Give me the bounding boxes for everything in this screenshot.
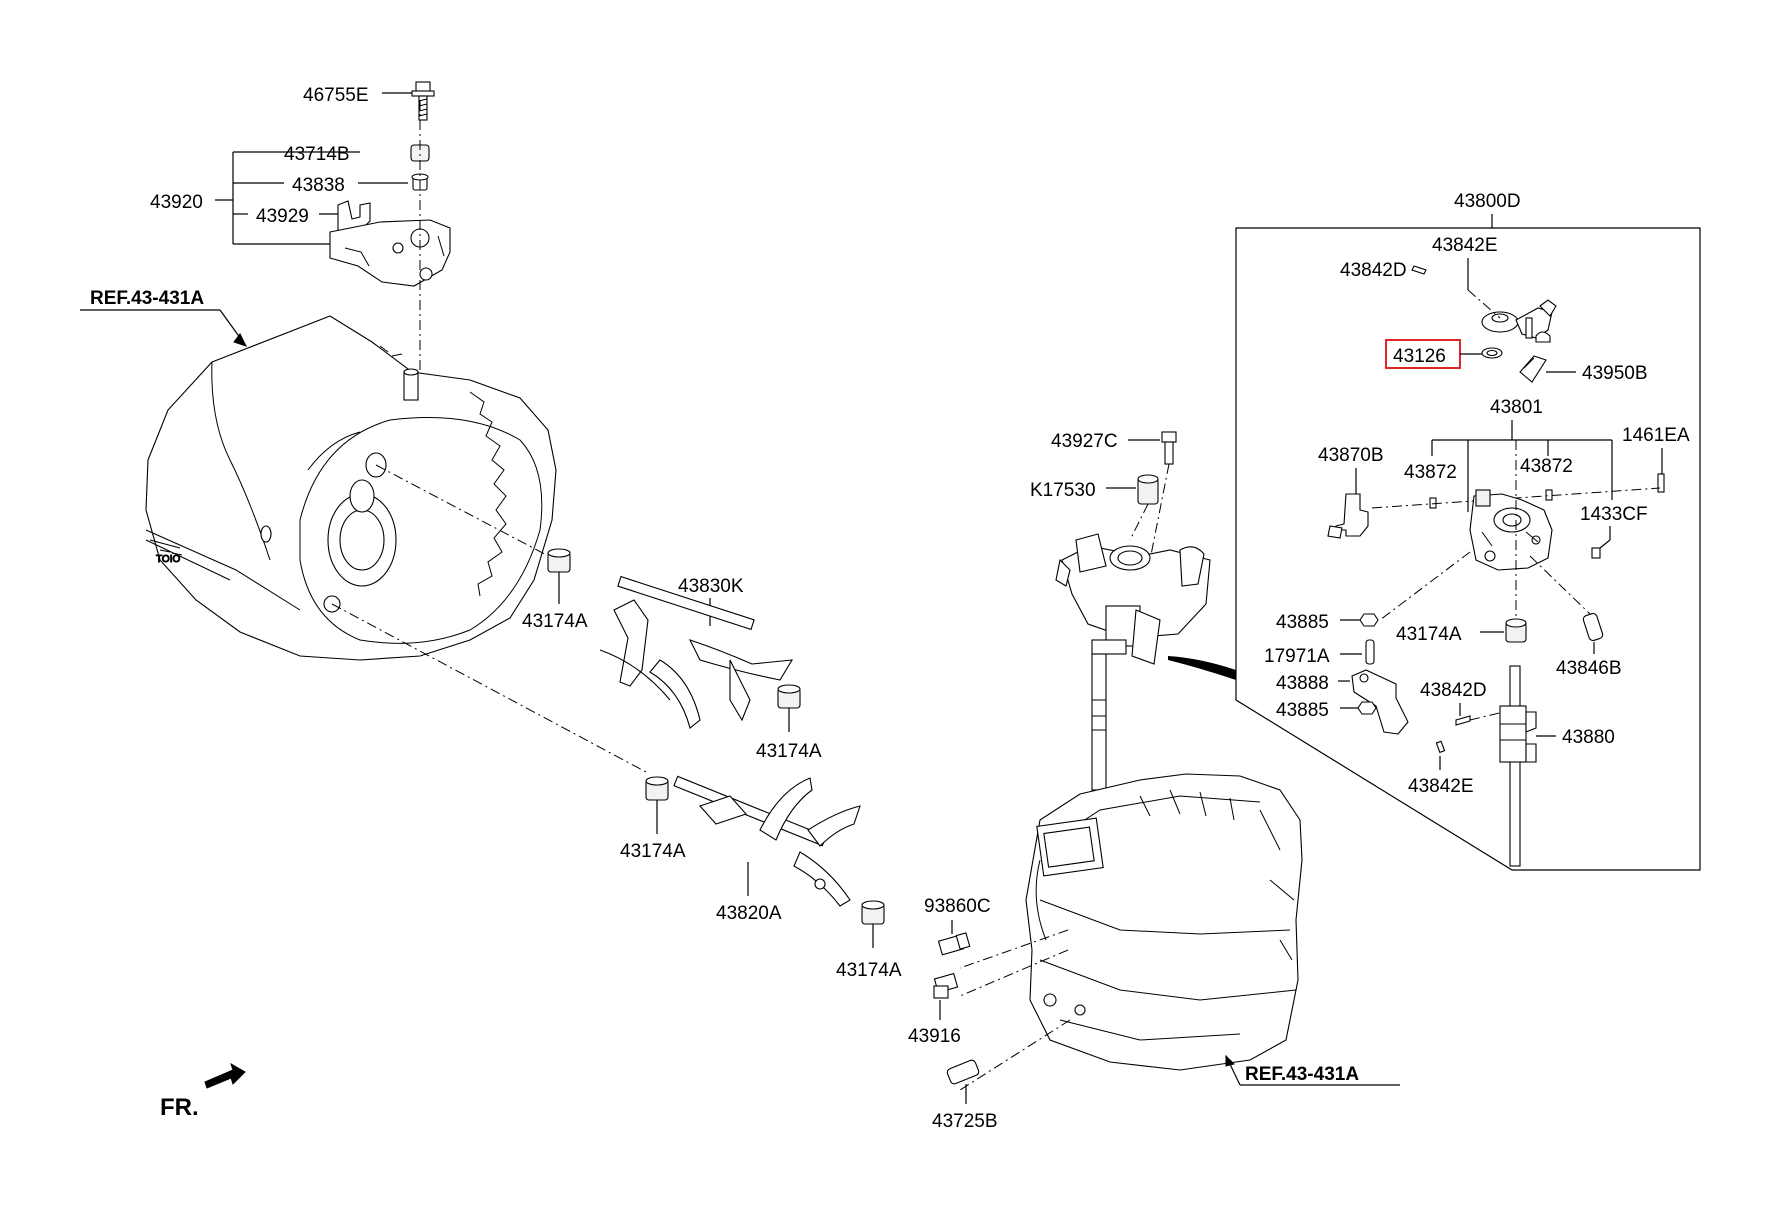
label-43880[interactable]: 43880	[1562, 727, 1615, 748]
lever-43842E-top-icon	[1481, 299, 1557, 343]
shift-lever-assembly-icon	[1055, 533, 1211, 791]
transmission-case-left: REF.43-431A TOIO	[80, 288, 647, 773]
label-43888[interactable]: 43888	[1276, 673, 1329, 694]
label-43929[interactable]: 43929	[256, 206, 309, 227]
label-43920[interactable]: 43920	[150, 192, 203, 213]
shift-forks-group: 43174A 43830K 43174A 43174A	[522, 548, 902, 981]
pin-1461EA-icon	[1657, 473, 1665, 493]
front-arrow-icon	[204, 1062, 246, 1089]
label-43820A[interactable]: 43820A	[716, 903, 782, 924]
control-assembly-43800D: 43800D 43842E 43842D 43126 4	[1235, 191, 1701, 871]
label-43842D-bottom[interactable]: 43842D	[1420, 680, 1487, 701]
fr-label: FR.	[160, 1094, 199, 1121]
svg-text:TOIO: TOIO	[156, 554, 180, 565]
sensor-93860C-icon	[937, 932, 971, 956]
plate-43950B-icon	[1519, 355, 1547, 383]
label-43174A-3[interactable]: 43174A	[620, 841, 686, 862]
label-K17530[interactable]: K17530	[1030, 480, 1096, 501]
label-43916[interactable]: 43916	[908, 1026, 961, 1047]
washer-43126-icon[interactable]	[1481, 347, 1503, 359]
label-17971A[interactable]: 17971A	[1264, 646, 1330, 667]
plug-43725B-icon	[946, 1059, 980, 1085]
bushing-43174A-3-icon	[645, 776, 669, 801]
label-43714B[interactable]: 43714B	[284, 144, 350, 165]
shaft-43880-icon	[1499, 665, 1537, 867]
shift-control-center: 43927C K17530	[908, 431, 1400, 1132]
label-43126[interactable]: 43126	[1393, 346, 1446, 367]
label-43950B[interactable]: 43950B	[1582, 363, 1648, 384]
label-43927C[interactable]: 43927C	[1051, 431, 1118, 452]
label-43846B[interactable]: 43846B	[1556, 658, 1622, 679]
label-43842D-top[interactable]: 43842D	[1340, 260, 1407, 281]
plug-43916-icon	[933, 972, 959, 999]
label-43838[interactable]: 43838	[292, 175, 345, 196]
pin-43842D-bottom-icon	[1455, 715, 1471, 726]
bushing-43174A-5-icon	[1505, 618, 1527, 643]
label-43725B[interactable]: 43725B	[932, 1111, 998, 1132]
pin-43842D-top-icon	[1411, 265, 1427, 275]
label-43174A-2[interactable]: 43174A	[756, 741, 822, 762]
label-43830K[interactable]: 43830K	[678, 576, 744, 597]
label-43842E-top[interactable]: 43842E	[1432, 235, 1498, 256]
label-43870B[interactable]: 43870B	[1318, 445, 1384, 466]
housing-43801-icon	[1469, 489, 1553, 571]
bushing-43174A-1-icon	[547, 548, 571, 573]
label-43174A-4[interactable]: 43174A	[836, 960, 902, 981]
shift-fork-43820A-icon	[673, 775, 861, 907]
pin-43842E-bottom-icon	[1435, 740, 1446, 754]
bolt-43927C-icon	[1161, 431, 1177, 465]
bolt-46755E-icon	[411, 81, 435, 121]
shift-fork-43830K-icon	[599, 575, 794, 729]
lever-43888-icon	[1351, 669, 1409, 735]
pin-43872-right-icon	[1545, 489, 1553, 501]
nut-43885-1-icon	[1359, 613, 1379, 627]
bracket-43870B-icon	[1327, 493, 1369, 539]
bushing-43174A-2-icon	[777, 684, 801, 709]
label-43174A-1[interactable]: 43174A	[522, 611, 588, 632]
pin-43846B-icon	[1582, 612, 1604, 642]
label-43800D[interactable]: 43800D	[1454, 191, 1521, 212]
label-1433CF[interactable]: 1433CF	[1580, 504, 1648, 525]
label-1461EA[interactable]: 1461EA	[1622, 425, 1690, 446]
label-43801[interactable]: 43801	[1490, 397, 1543, 418]
label-43885-2[interactable]: 43885	[1276, 700, 1329, 721]
pin-43872-left-icon	[1429, 497, 1437, 509]
ref-label-right[interactable]: REF.43-431A	[1245, 1064, 1359, 1085]
plug-K17530-icon	[1137, 474, 1159, 505]
label-93860C[interactable]: 93860C	[924, 896, 991, 917]
ref-label-left[interactable]: REF.43-431A	[90, 288, 204, 309]
label-43885-1[interactable]: 43885	[1276, 612, 1329, 633]
label-43872-left[interactable]: 43872	[1404, 462, 1457, 483]
pin-17971A-icon	[1365, 639, 1375, 665]
label-43842E-bottom[interactable]: 43842E	[1408, 776, 1474, 797]
bolt-1433CF-icon	[1591, 547, 1601, 559]
front-direction-indicator: FR.	[160, 1062, 246, 1121]
nut-43885-2-icon	[1357, 701, 1377, 715]
label-43174A-5[interactable]: 43174A	[1396, 624, 1462, 645]
label-46755E[interactable]: 46755E	[303, 85, 369, 106]
label-43872-right[interactable]: 43872	[1520, 456, 1573, 477]
bracket-assembly-group: 46755E 43714B 43838 43920 43929	[150, 81, 451, 380]
assembly-boundary	[1235, 227, 1701, 871]
shift-bracket-43929-icon	[329, 200, 451, 287]
bushing-43174A-4-icon	[861, 900, 885, 925]
